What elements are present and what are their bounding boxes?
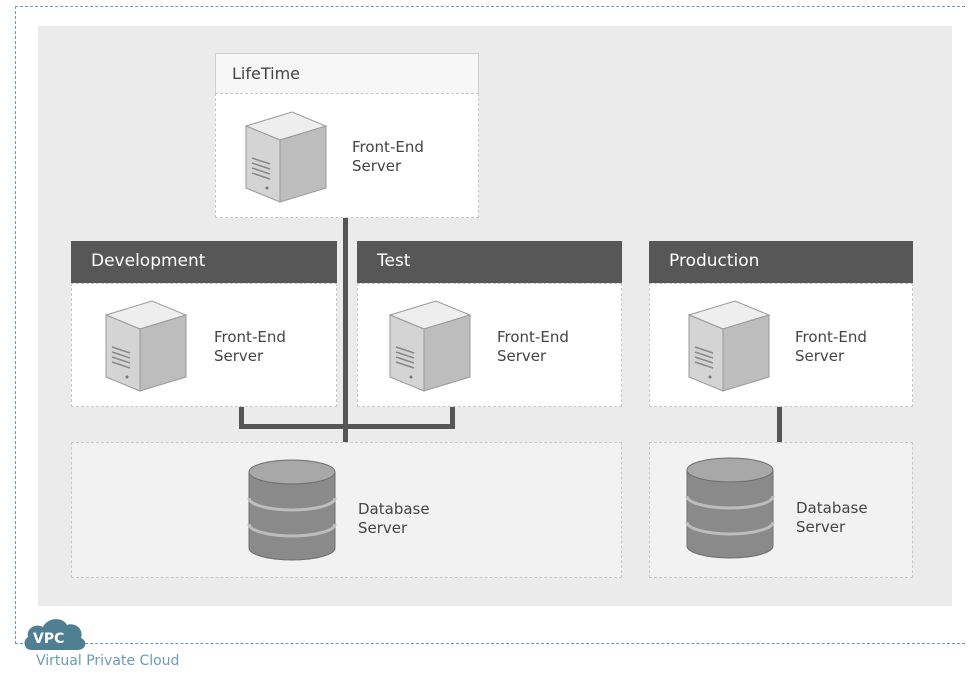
connector-prod-db bbox=[777, 406, 782, 444]
connector-test-down bbox=[450, 406, 455, 428]
server-tower-icon bbox=[388, 300, 472, 392]
production-header: Production bbox=[649, 241, 913, 283]
test-server-label: Front-End Server bbox=[497, 328, 569, 365]
development-header: Development bbox=[71, 241, 337, 283]
production-server-label: Front-End Server bbox=[795, 328, 867, 365]
vpc-badge-label: VPC bbox=[33, 631, 65, 647]
connector-lifetime-trunk bbox=[343, 217, 348, 442]
database-icon bbox=[685, 457, 775, 559]
connector-horizontal bbox=[239, 424, 455, 429]
test-title: Test bbox=[377, 251, 411, 271]
cloud-icon bbox=[24, 619, 86, 650]
vpc-boundary bbox=[15, 6, 965, 644]
shared-database-label: Database Server bbox=[358, 500, 430, 537]
lifetime-title: LifeTime bbox=[232, 64, 300, 83]
test-header: Test bbox=[357, 241, 622, 283]
server-tower-icon bbox=[687, 300, 771, 392]
vpc-caption: Virtual Private Cloud bbox=[36, 653, 180, 669]
server-tower-icon bbox=[104, 300, 188, 392]
database-icon bbox=[247, 459, 337, 561]
shared-database-zone bbox=[71, 442, 622, 578]
development-title: Development bbox=[91, 251, 206, 271]
lifetime-server-label: Front-End Server bbox=[352, 138, 424, 175]
server-tower-icon bbox=[244, 111, 328, 203]
production-title: Production bbox=[669, 251, 760, 271]
production-database-label: Database Server bbox=[796, 499, 868, 536]
lifetime-header: LifeTime bbox=[215, 53, 479, 94]
development-server-label: Front-End Server bbox=[214, 328, 286, 365]
connector-dev-down bbox=[239, 406, 244, 428]
